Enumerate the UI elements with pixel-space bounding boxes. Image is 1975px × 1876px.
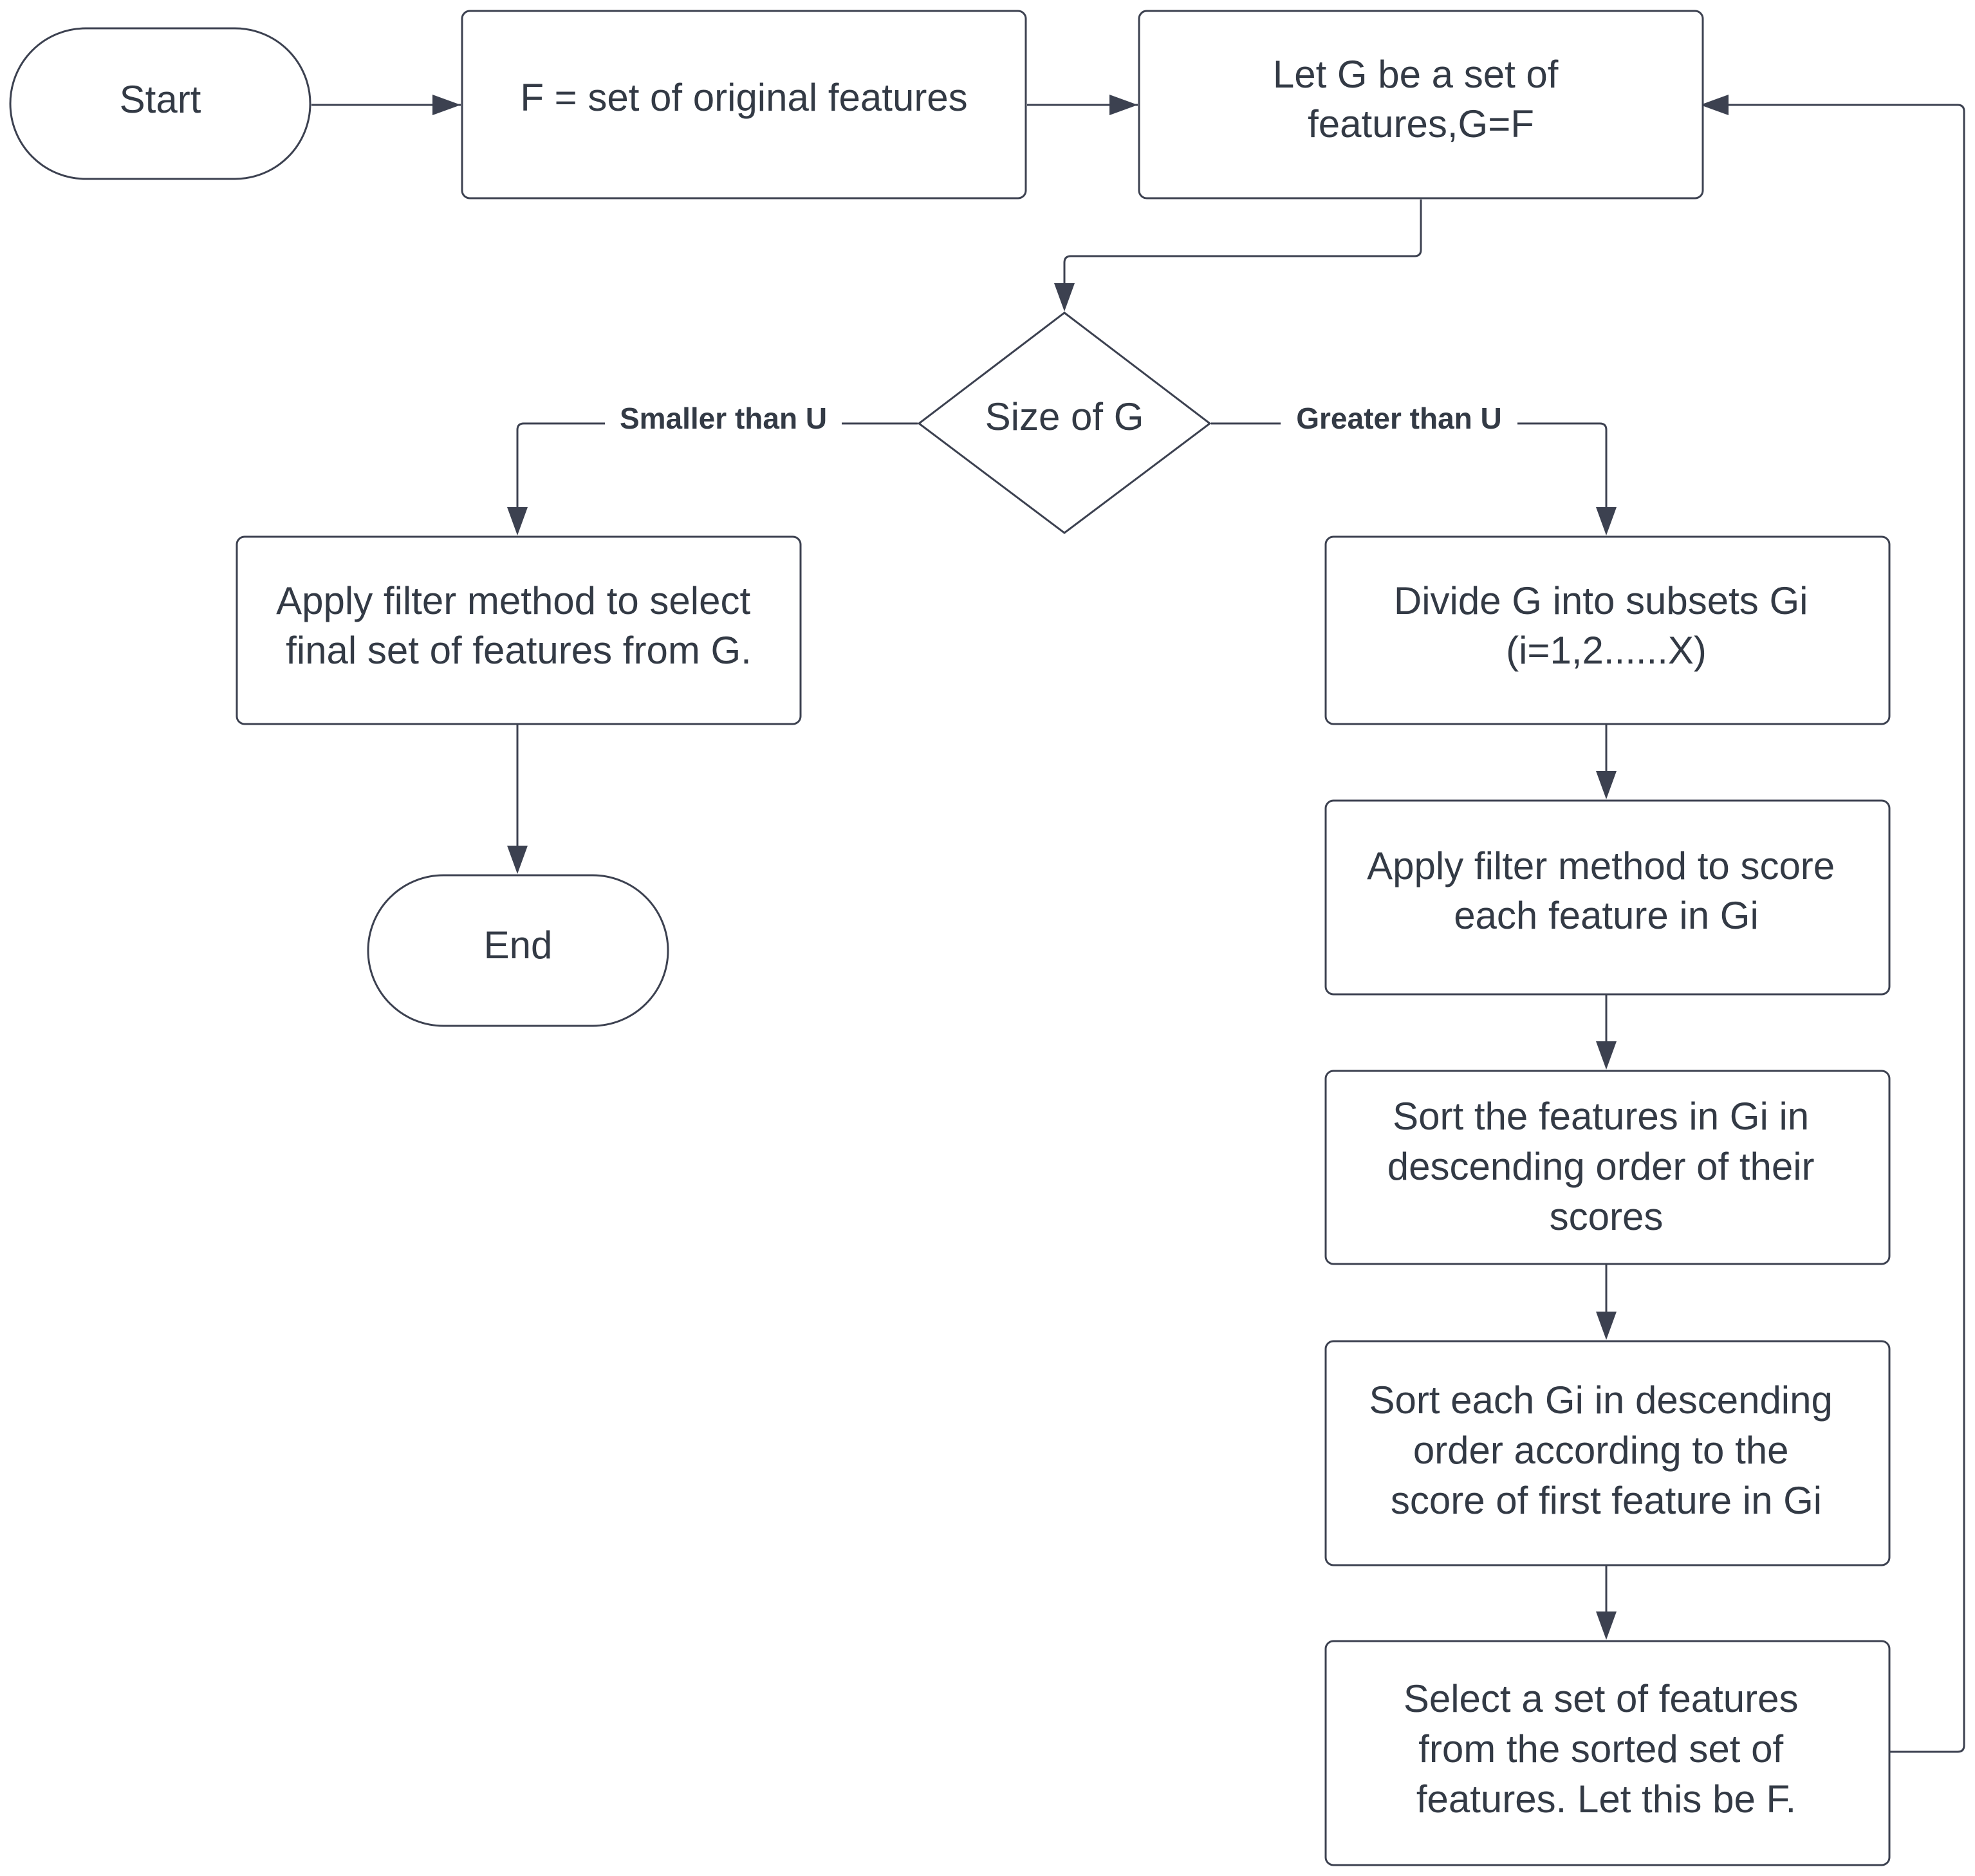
size-of-g-decision-shape [917, 311, 1212, 534]
edges [311, 95, 1965, 1753]
edge-label-smaller-than-u: Smaller than U [620, 402, 827, 435]
node-size-of-g: Size of G [917, 311, 1212, 534]
sort-features-label: Sort the features in Gi in descending or… [1387, 1095, 1825, 1238]
edge-start-arrowhead [432, 95, 461, 115]
end-terminal-shape [367, 874, 669, 1027]
edge-final-end-arrowhead [507, 846, 528, 874]
edge-label-greater-than-u: Greater than U [1296, 402, 1502, 435]
sort-features-box [1324, 1070, 1891, 1265]
edge-greater-arrowhead [1596, 507, 1617, 535]
divide-g-label: Divide G into subsets Gi (i=1,2......X) [1394, 579, 1819, 672]
node-divide-g: Divide G into subsets Gi (i=1,2......X) [1324, 535, 1891, 725]
score-features-box [1324, 799, 1891, 996]
edge-sort-subsets-arrowhead [1596, 1611, 1617, 1640]
edge-label-bg-smaller [605, 400, 842, 443]
edge-labels: Smaller than U Greater than U [605, 400, 1517, 443]
node-select-features: Select a set of features from the sorted… [1324, 1640, 1891, 1866]
node-sort-subsets: Sort each Gi in descending order accordi… [1324, 1340, 1891, 1566]
edge-smaller-arrowhead [507, 507, 528, 535]
select-features-box [1324, 1640, 1891, 1866]
edge-original-arrowhead [1109, 95, 1138, 115]
node-sort-features: Sort the features in Gi in descending or… [1324, 1070, 1891, 1265]
node-let-g: Let G be a set of features,G=F [1138, 10, 1704, 200]
node-original-features: F = set of original features [461, 10, 1027, 200]
let-g-label: Let G be a set of features,G=F [1273, 53, 1569, 145]
let-g-box [1138, 10, 1704, 200]
apply-filter-final-label: Apply filter method to select final set … [276, 579, 761, 672]
original-features-label: F = set of original features [520, 76, 967, 119]
edge-size-to-divide-g [1211, 422, 1608, 532]
edge-score-arrowhead [1596, 1041, 1617, 1070]
end-label: End [484, 924, 553, 967]
sort-subsets-box [1324, 1340, 1891, 1566]
start-label: Start [120, 78, 201, 121]
node-score-features: Apply filter method to score each featur… [1324, 799, 1891, 996]
score-features-label: Apply filter method to score each featur… [1367, 844, 1846, 937]
node-apply-filter-final: Apply filter method to select final set … [236, 535, 802, 725]
edge-size-to-apply-filter-final [516, 422, 918, 532]
apply-filter-final-box [236, 535, 802, 725]
edge-loop-arrowhead [1700, 95, 1729, 115]
original-features-box [461, 10, 1027, 200]
sort-subsets-label: Sort each Gi in descending order accordi… [1369, 1379, 1843, 1522]
node-end: End [367, 874, 669, 1027]
edge-sort-features-arrowhead [1596, 1312, 1617, 1340]
select-features-label: Select a set of features from the sorted… [1404, 1677, 1809, 1821]
node-start: Start [9, 27, 311, 180]
edge-let-g-to-size-of-g [1063, 200, 1422, 308]
edge-divide-arrowhead [1596, 771, 1617, 799]
start-terminal-shape [9, 27, 311, 180]
edge-select-features-loop-to-let-g [1704, 104, 1965, 1753]
edge-let-g-arrowhead [1054, 283, 1075, 311]
divide-g-box [1324, 535, 1891, 725]
edge-label-bg-greater [1281, 400, 1517, 443]
size-of-g-label: Size of G [985, 395, 1144, 438]
